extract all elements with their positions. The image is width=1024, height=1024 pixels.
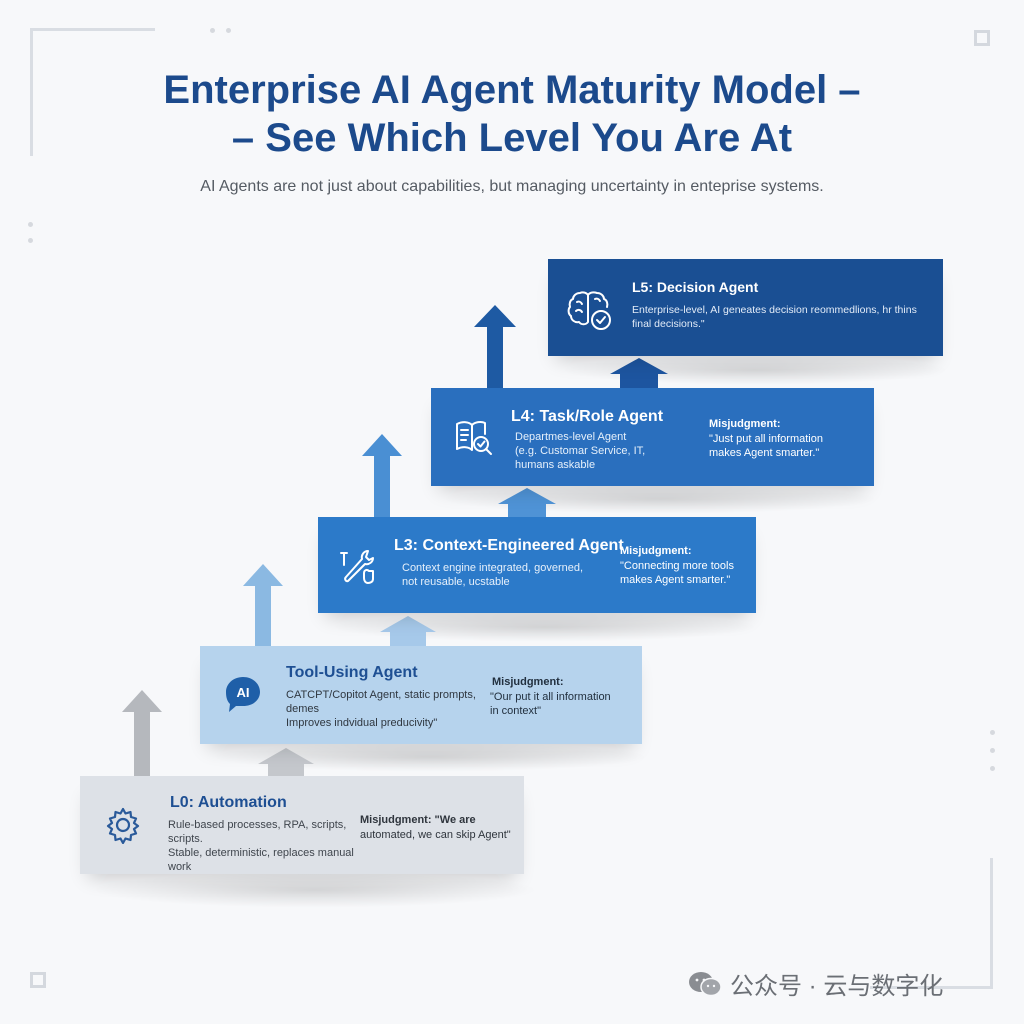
level-description: Context engine integrated, governed, not… <box>402 562 584 588</box>
watermark: 公众号 · 云与数字化 <box>688 966 943 1001</box>
subtitle: AI Agents are not just about capabilitie… <box>200 178 824 195</box>
level-card-l0: L0: Automation Rule-based processes, RPA… <box>80 776 524 874</box>
up-arrow-icon <box>362 434 402 518</box>
misjudgment-text: "Just put all information makes Agent sm… <box>709 433 823 459</box>
level-description: Rule-based processes, RPA, scripts, scri… <box>168 819 354 873</box>
level-title: Tool-Using Agent <box>286 664 418 681</box>
decor-dot <box>226 28 231 33</box>
level-card-l1: AI Tool-Using Agent CATCPT/Copitot Agent… <box>200 646 642 744</box>
misjudgment-label: Misjudgment: "We are <box>360 814 476 826</box>
decor-dot <box>28 238 33 243</box>
page-title: Enterprise AI Agent Maturity Model – – S… <box>0 66 1024 162</box>
level-title: L0: Automation <box>170 794 287 811</box>
decor-dot <box>990 766 995 771</box>
corner-square-bottom-left <box>30 972 46 988</box>
wrench-icon <box>340 550 374 584</box>
svg-text:AI: AI <box>237 685 250 700</box>
level-description: CATCPT/Copitot Agent, static prompts, de… <box>286 689 476 729</box>
gear-icon <box>106 807 140 844</box>
decor-dot <box>990 730 995 735</box>
corner-square-top-right <box>974 30 990 46</box>
title-line-2: – See Which Level You Are At <box>231 116 793 160</box>
level-title: L4: Task/Role Agent <box>511 408 664 425</box>
level-description: Enterprise-level, AI geneates decision r… <box>632 304 917 330</box>
step-connector <box>258 748 314 776</box>
misjudgment-label: Misjudgment: <box>492 676 564 688</box>
frame-top-left-vertical <box>30 28 33 156</box>
frame-bottom-right-vertical <box>990 858 993 988</box>
frame-bottom-right-horizontal <box>870 986 993 989</box>
level-title: L5: Decision Agent <box>632 279 759 295</box>
step-connector <box>380 616 436 646</box>
up-arrow-icon <box>243 564 283 648</box>
decor-dot <box>28 222 33 227</box>
watermark-text: 公众号 · 云与数字化 <box>730 973 944 1000</box>
ai-chat-icon: AI <box>226 677 260 712</box>
misjudgment-text: automated, we can skip Agent" <box>360 829 511 841</box>
misjudgment-text: "Our put it all information in context" <box>490 691 611 717</box>
decor-dot <box>990 748 995 753</box>
level-card-l5: L5: Decision Agent Enterprise-level, AI … <box>548 259 943 356</box>
level-card-l4: L4: Task/Role Agent Departmes-level Agen… <box>431 388 874 486</box>
up-arrow-icon <box>474 305 516 389</box>
level-description: Departmes-level Agent (e.g. Customar Ser… <box>515 431 646 471</box>
document-search-icon <box>456 420 492 455</box>
step-connector <box>610 358 668 388</box>
step-shadow <box>90 872 540 908</box>
frame-top-left-horizontal <box>30 28 155 31</box>
decor-dot <box>210 28 215 33</box>
wechat-icon <box>689 971 722 996</box>
step-connector <box>498 488 556 518</box>
level-card-l3: L3: Context-Engineered Agent Context eng… <box>318 517 756 613</box>
up-arrow-icon <box>122 690 162 776</box>
level-title: L3: Context-Engineered Agent <box>394 537 624 554</box>
misjudgment-label: Misjudgment: <box>620 545 692 557</box>
brain-check-icon <box>567 291 611 330</box>
title-line-1: Enterprise AI Agent Maturity Model – <box>163 68 861 112</box>
misjudgment-label: Misjudgment: <box>709 418 781 430</box>
misjudgment-text: "Connecting more tools makes Agent smart… <box>620 560 734 586</box>
